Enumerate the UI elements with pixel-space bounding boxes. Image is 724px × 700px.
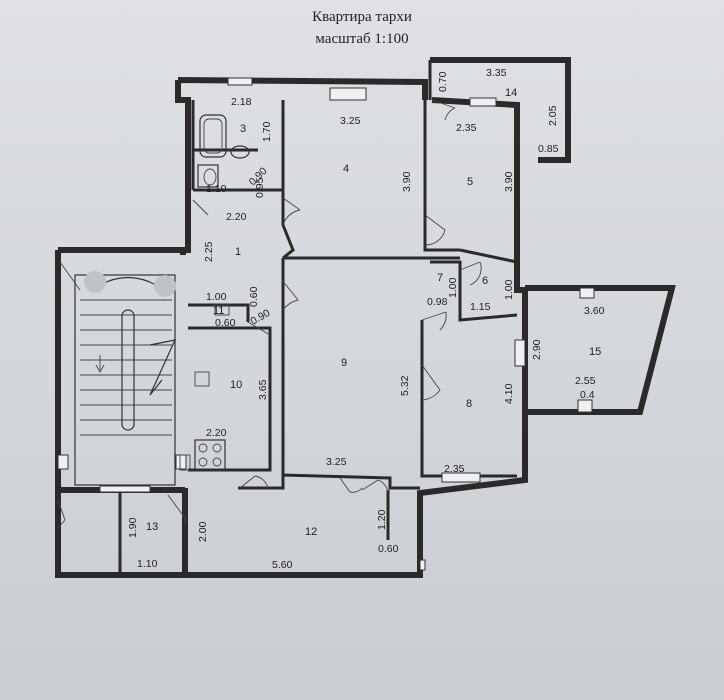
doors [57,99,482,529]
window-5 [469,97,497,107]
window-4 [329,87,367,101]
dimension-label: 2.20 [226,211,247,223]
door-5 [424,214,446,246]
dimension-label: 3.60 [584,305,605,317]
dimension-label: 0.70 [437,71,449,92]
dimension-label: 0.60 [378,543,399,555]
door-8 [421,364,441,401]
dimension-label: 4.10 [503,383,515,404]
dimension-label: 5.32 [399,375,411,396]
interior-walls [118,100,518,575]
door-10 [239,475,269,489]
room-number-12: 12 [305,526,317,538]
exterior-walls [55,57,676,578]
dimension-label: 1.10 [137,558,158,570]
window-stair-left [57,454,69,470]
bathtub [199,114,227,158]
dimension-label: 2.18 [231,96,252,108]
dimension-label: 2.25 [203,241,215,262]
dimension-label: 1.10 [206,183,227,195]
dimension-label: 2.00 [197,521,209,542]
room-number-9: 9 [341,357,347,369]
room-number-8: 8 [466,398,472,410]
room-number-13: 13 [146,521,158,533]
door-11 [247,321,271,336]
fixtures [179,114,250,471]
window-stair-right [175,454,187,470]
dimension-label: 2.35 [444,463,465,475]
dimension-label: 0.60 [248,286,260,307]
room-number-6: 6 [482,275,488,287]
dimension-label: 0.98 [427,296,448,308]
dimension-label: 1.00 [447,277,459,298]
window-15 [579,287,595,299]
door-14 [431,99,456,121]
door-7 [421,311,447,331]
dimension-label: 3.90 [503,171,515,192]
dimension-label: 3.25 [340,115,361,127]
window-8-side [514,339,526,367]
room-number-7: 7 [437,272,443,284]
dimension-label: 2.05 [547,105,559,126]
kitchen-sink [194,371,210,387]
door-12 [361,479,389,493]
door-6 [459,261,482,286]
room-number-1: 1 [235,246,241,258]
room-number-5: 5 [467,176,473,188]
window-8 [441,472,481,483]
dimension-label: 5.60 [272,559,293,571]
dimension-label: 3.25 [326,456,347,468]
dimensions: 2.18 1.70 0.90 0.95 1.10 2.20 2.25 3.25 … [127,67,605,571]
dimension-label: 1.70 [261,121,273,142]
toilet [197,164,219,188]
plan-title: Квартира тархи [312,9,412,25]
room-numbers: 1 3 4 5 6 7 8 9 10 11 12 13 14 15 [146,87,601,538]
window-15-bottom [577,399,593,413]
stove [194,439,226,471]
room-number-10: 10 [230,379,242,391]
dimension-label: 1.20 [376,509,388,530]
dimension-label: 3.90 [401,171,413,192]
room-number-15: 15 [589,346,601,358]
door-1 [192,199,209,216]
room-number-14: 14 [505,87,517,99]
dimension-label: 3.35 [486,67,507,79]
dimension-label: 2.35 [456,122,477,134]
dimension-label: 1.15 [470,301,491,313]
room-number-3: 3 [240,123,246,135]
staircase [74,271,177,486]
door-4 [282,197,301,226]
dimension-label: 3.65 [257,379,269,400]
dimension-label: 1.00 [503,279,515,300]
room-number-11: 11 [213,305,224,317]
dimension-label: 1.00 [206,291,227,303]
plan-scale: масштаб 1:100 [315,31,409,47]
windows [57,77,595,571]
dimension-label: 2.20 [206,427,227,439]
door-13 [167,494,186,526]
dimension-label: 0.60 [215,317,236,329]
room-number-4: 4 [343,163,349,175]
door-9-bottom [339,477,363,493]
dimension-label: 1.90 [127,517,139,538]
door-9 [281,279,299,311]
dimension-label: 0.85 [538,143,559,155]
dimension-label: 2.55 [575,375,596,387]
door-entry [59,261,81,291]
window-12-right [419,559,426,571]
dimension-label: 0.95 [254,177,266,198]
sink [230,145,250,159]
dimension-label: 0.90 [249,307,273,328]
dimension-label: 2.90 [531,339,543,360]
dimension-label: 0.4 [580,389,595,401]
hood-11 [214,304,230,316]
window-3 [227,77,253,86]
window-stair [99,485,151,493]
door-stair [57,499,66,529]
